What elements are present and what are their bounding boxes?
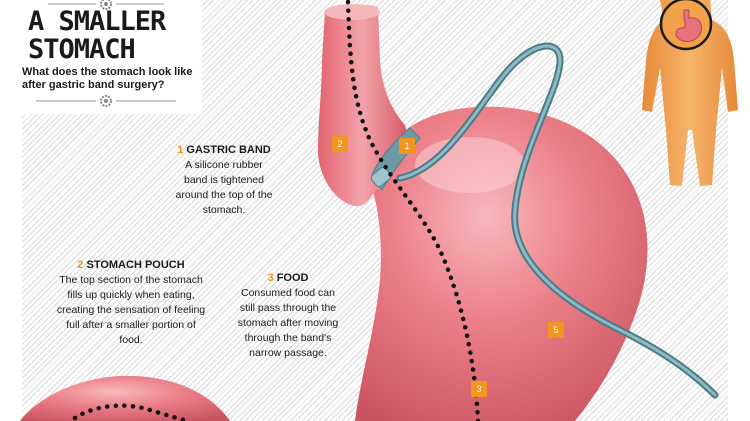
page-title: A SMALLER STOMACH: [28, 8, 208, 64]
callout-number: 2: [77, 259, 84, 271]
marker-3: 3: [471, 381, 487, 397]
callout-body: Consumed food can still pass through the…: [237, 287, 339, 359]
duodenum: [20, 375, 230, 421]
callout-body: The top section of the stomach fills up …: [56, 274, 206, 346]
callout-body: A silicone rubber band is tightened arou…: [175, 159, 273, 216]
marker-5: 5: [548, 322, 564, 338]
stomach-icon: [675, 9, 703, 42]
marker-2: 2: [332, 136, 348, 152]
stomach-body: [355, 106, 648, 421]
page-subtitle: What does the stomach look like after ga…: [22, 66, 193, 91]
marker-1: 1: [399, 138, 415, 154]
callout-stomach-pouch: 2 STOMACH POUCH The top section of the s…: [54, 258, 208, 348]
callout-number: 3: [267, 272, 274, 284]
food-path-lower: [72, 403, 193, 421]
callout-gastric-band: 1 GASTRIC BAND A silicone rubber band is…: [168, 143, 280, 218]
title-line-2: STOMACH: [28, 34, 136, 65]
callout-number: 1: [177, 144, 184, 156]
food-path: [345, 0, 481, 421]
callout-food: 3 FOOD Consumed food can still pass thro…: [232, 271, 344, 361]
callout-title: FOOD: [276, 272, 309, 284]
callout-title: GASTRIC BAND: [186, 144, 271, 156]
human-figure: [642, 0, 738, 186]
title-line-1: A SMALLER: [28, 6, 166, 37]
callout-title: STOMACH POUCH: [86, 259, 185, 271]
